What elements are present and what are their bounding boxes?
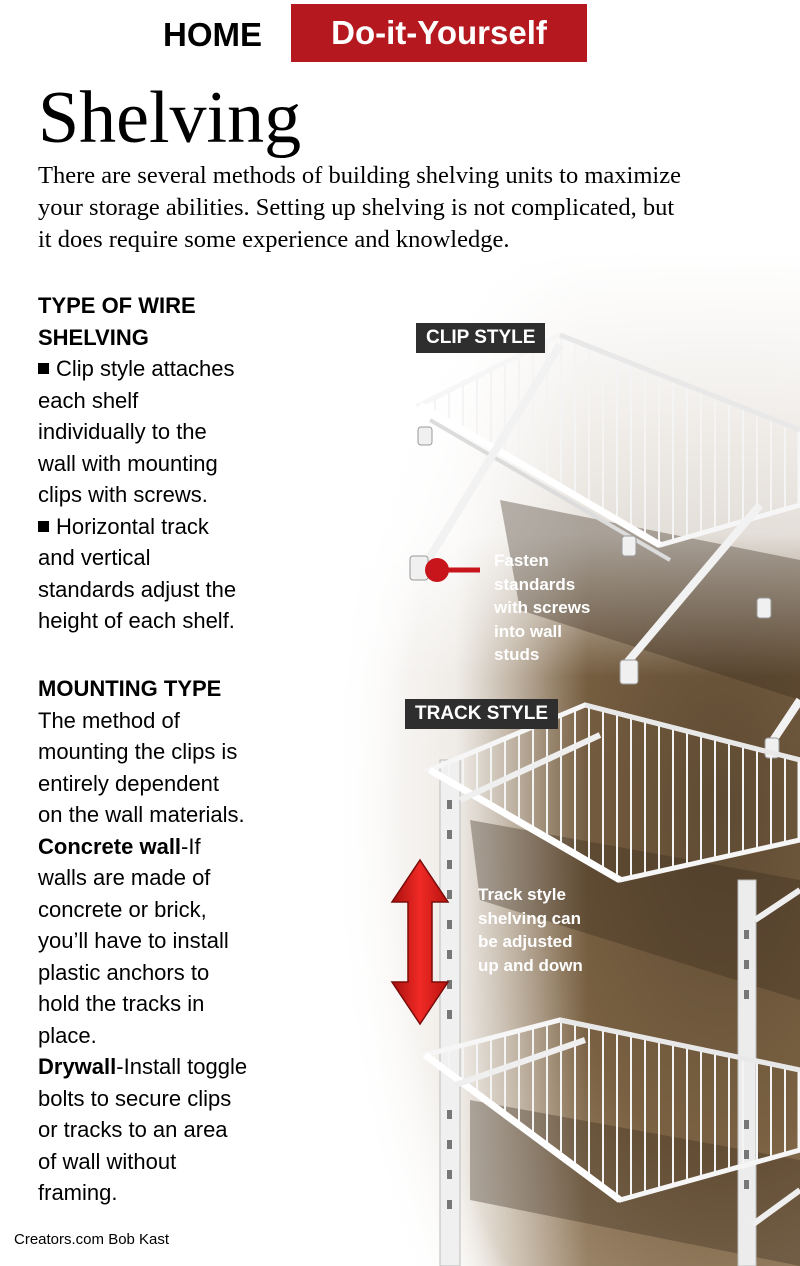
body-line: height of each shelf. [38, 608, 235, 633]
bullet-line: Clip style attaches [38, 353, 338, 385]
body-line: entirely dependent [38, 770, 220, 796]
body-line: individually to the [38, 419, 207, 444]
bullet-square-icon [38, 363, 49, 374]
bullet-square-icon [38, 520, 49, 532]
bullet-text: Horizontal track [56, 513, 209, 539]
header-tag-text: Do-it-Yourself [331, 14, 547, 51]
body-line: and vertical [38, 545, 151, 570]
callout-line: into wall [494, 621, 562, 641]
concrete-term: Concrete wall [38, 833, 182, 859]
body-line: mounting the clips is [38, 739, 238, 764]
body-line: wall with mounting [38, 450, 218, 476]
bullet-text: Clip style attaches [56, 356, 235, 381]
body-line: The method of [38, 707, 180, 733]
body-line: of wall without [38, 1148, 177, 1174]
body-line: place. [38, 1022, 97, 1048]
body-line: you’ll have to install [38, 928, 229, 953]
drywall-term: Drywall [38, 1054, 117, 1079]
adjust-arrow-icon [390, 858, 450, 1026]
callout-line: shelving can [478, 908, 581, 928]
callout-line: Track style [478, 885, 566, 904]
concrete-first: -If [181, 833, 201, 859]
concrete-line: Concrete wall-If [38, 831, 338, 863]
credit-line: Creators.com Bob Kast [14, 1231, 170, 1248]
intro-line: your storage abilities. Setting up shelv… [38, 194, 675, 221]
callout-line: standards [494, 574, 576, 594]
header-section: HOME [163, 16, 262, 53]
body-line: bolts to secure clips [38, 1085, 232, 1111]
body-line: or tracks to an area [38, 1117, 228, 1142]
track-style-label: TRACK STYLE [405, 699, 558, 729]
callout-line: Fasten [494, 551, 549, 570]
track-callout: Track style shelving can be adjusted up … [478, 883, 583, 977]
header-tag-banner: Do-it-Yourself [291, 4, 587, 62]
body-line: standards adjust the [38, 576, 237, 602]
clip-style-label: CLIP STYLE [416, 323, 546, 353]
callout-line: be adjusted [478, 932, 573, 951]
body-line: plastic anchors to [38, 959, 210, 985]
body-line: clips with screws. [38, 482, 208, 507]
body-line: walls are made of [38, 865, 211, 890]
drywall-line: Drywall-Install toggle [38, 1051, 338, 1083]
fasten-callout: Fasten standards with screws into wall s… [494, 549, 590, 667]
body-line: on the wall materials. [38, 802, 245, 827]
section-heading: SHELVING [38, 324, 149, 350]
callout-line: studs [494, 645, 540, 664]
bullet-line: Horizontal track [38, 511, 338, 543]
fasten-marker-icon [425, 558, 480, 582]
section-heading: TYPE OF WIRE [38, 293, 196, 318]
drywall-first: -Install toggle [116, 1054, 248, 1079]
intro-line: There are several methods of building sh… [38, 162, 681, 189]
body-line: each shelf [38, 387, 139, 413]
callout-line: with screws [494, 598, 591, 617]
mounting-section: MOUNTING TYPE The method of mounting the… [38, 673, 338, 1209]
page-title: Shelving [38, 77, 302, 159]
wire-shelving-section: TYPE OF WIRE SHELVING Clip style attache… [38, 290, 338, 637]
track-shelving [419, 702, 800, 1266]
intro-paragraph: There are several methods of building sh… [38, 160, 778, 256]
intro-line: it does require some experience and know… [38, 226, 510, 253]
body-line: hold the tracks in [38, 991, 205, 1016]
body-line: concrete or brick, [38, 896, 207, 922]
body-line: framing. [38, 1180, 118, 1205]
section-heading: MOUNTING TYPE [38, 676, 222, 701]
callout-line: up and down [478, 955, 583, 975]
